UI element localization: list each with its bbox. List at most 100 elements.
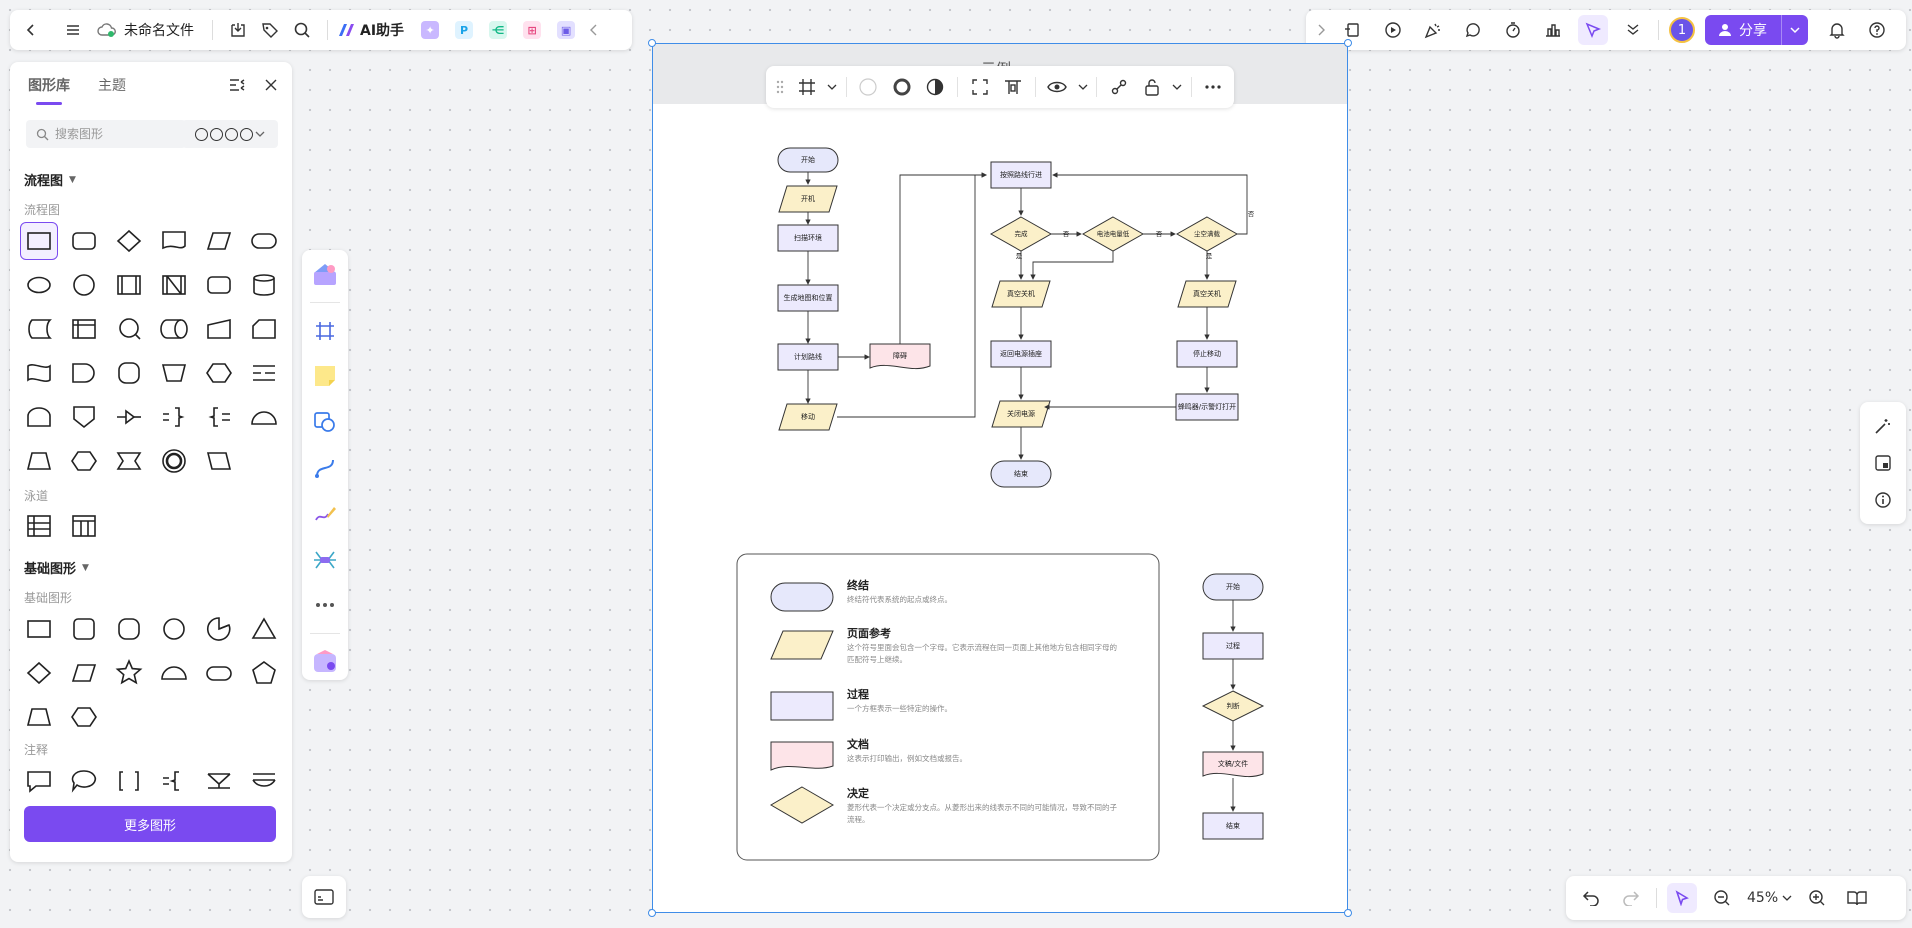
search-icon[interactable] [287,15,317,45]
node-power-on[interactable] [778,185,838,213]
shape-trap2-icon[interactable] [20,442,58,480]
shape-tri-icon[interactable] [245,610,283,648]
shape-diamond-icon[interactable] [20,654,58,692]
shape-callout2-icon[interactable] [245,762,283,800]
node-vacuum-off-1[interactable] [991,280,1051,308]
file-name[interactable]: 未命名文件 [124,23,194,39]
shape-qcircle-icon[interactable] [110,310,148,348]
chevron-down-icon[interactable] [1782,22,1808,38]
align-icon[interactable] [998,71,1027,103]
chevron-down-icon[interactable] [826,71,839,103]
diagram-plugin-icon[interactable]: ⊞ [523,21,542,39]
chat-plugin-icon[interactable]: ▣ [557,21,576,39]
shape-circle-icon[interactable] [65,266,103,304]
shape-style-select[interactable] [182,120,278,148]
undo-icon[interactable] [1576,883,1606,913]
shape-note-icon[interactable] [245,354,283,392]
play-icon[interactable] [1378,15,1408,45]
shape-bubble2-icon[interactable] [65,762,103,800]
shape-diamond-icon[interactable] [110,222,148,260]
shape-brace3-icon[interactable] [155,762,193,800]
shape-rrect3-icon[interactable] [110,610,148,648]
mindmap-plugin-icon[interactable]: ⋲ [489,21,508,39]
tag-icon[interactable] [255,15,285,45]
vote-icon[interactable] [1538,15,1568,45]
more-tools-icon[interactable] [307,588,343,624]
zoom-out-icon[interactable] [1707,883,1737,913]
comment-icon[interactable] [1458,15,1488,45]
shape-term-icon[interactable] [245,222,283,260]
resize-handle[interactable] [648,39,656,47]
shape-pent-icon[interactable] [245,654,283,692]
shape-rect-icon[interactable] [20,222,58,260]
mini-end[interactable] [1202,812,1264,840]
help-icon[interactable] [1862,15,1892,45]
tab-shape-library[interactable]: 图形库 [28,75,70,105]
shape-subproc-icon[interactable] [110,266,148,304]
close-icon[interactable] [256,70,286,100]
ai-drawing-icon[interactable] [307,644,343,680]
shape-halfc-icon[interactable] [245,398,283,436]
shape-merge-icon[interactable] [110,398,148,436]
node-end[interactable] [990,460,1052,488]
shape-drum-icon[interactable] [155,310,193,348]
node-follow-route[interactable] [990,161,1052,189]
section-basic-shapes[interactable]: 基础图形▼ [24,558,89,577]
node-return-dock[interactable] [990,340,1052,368]
celebrate-icon[interactable] [1418,15,1448,45]
connector-icon[interactable] [307,450,343,486]
zoom-in-icon[interactable] [1802,883,1832,913]
shape-ellipse-icon[interactable] [20,266,58,304]
resize-handle[interactable] [1344,39,1352,47]
shape-hex-icon[interactable] [65,442,103,480]
shape-bubble1-icon[interactable] [20,762,58,800]
shape-offpage-icon[interactable] [65,398,103,436]
shape-rrect3-icon[interactable] [110,354,148,392]
book-icon[interactable] [1842,883,1872,913]
legend-box[interactable] [736,553,1160,861]
collaborator-avatar[interactable]: 1 [1669,17,1695,43]
shapes-icon[interactable] [307,404,343,440]
redo-icon[interactable] [1616,883,1646,913]
chevron-down-icon[interactable] [1076,71,1089,103]
shape-star-icon[interactable] [110,654,148,692]
shape-hex-icon[interactable] [65,698,103,736]
minimap-view-icon[interactable] [1868,448,1898,478]
more-collapse-icon[interactable] [1618,15,1648,45]
shape-swim1-icon[interactable] [20,507,58,545]
shape-para-icon[interactable] [200,222,238,260]
manage-shapes-icon[interactable] [222,70,252,100]
shape-brace2-icon[interactable] [200,398,238,436]
node-alarm-on[interactable] [1175,393,1239,421]
mindmap-icon[interactable] [307,542,343,578]
expand-right-icon[interactable] [1314,15,1328,45]
search-input[interactable] [55,127,175,141]
image-gen-icon[interactable]: ✦ [421,21,440,39]
magic-wand-icon[interactable] [1868,411,1898,441]
connector-line[interactable] [1030,251,1114,280]
timer-icon[interactable] [1498,15,1528,45]
shape-callout1-icon[interactable] [200,762,238,800]
shape-loopl-icon[interactable] [20,398,58,436]
menu-icon[interactable] [58,15,88,45]
fit-content-icon[interactable] [965,71,994,103]
shape-rrect2-icon[interactable] [65,610,103,648]
node-move[interactable] [778,403,838,431]
shape-delay-icon[interactable] [65,354,103,392]
border-style-icon[interactable] [887,71,916,103]
shape-trap2-icon[interactable] [20,698,58,736]
frame-icon[interactable] [307,313,343,349]
collapse-left-icon[interactable] [584,15,604,45]
shape-pie-icon[interactable] [200,610,238,648]
node-obstacle[interactable] [869,343,931,370]
templates-icon[interactable] [307,256,343,292]
p-plugin-icon[interactable]: P [455,21,474,39]
shape-subproc2-icon[interactable] [155,266,193,304]
shape-doc-icon[interactable] [155,222,193,260]
shape-search[interactable] [26,120,186,148]
sticky-note-icon[interactable] [307,359,343,395]
connector-line[interactable] [837,172,987,418]
shape-pill-icon[interactable] [200,654,238,692]
shape-cyl-icon[interactable] [245,266,283,304]
node-vacuum-off-2[interactable] [1177,280,1237,308]
